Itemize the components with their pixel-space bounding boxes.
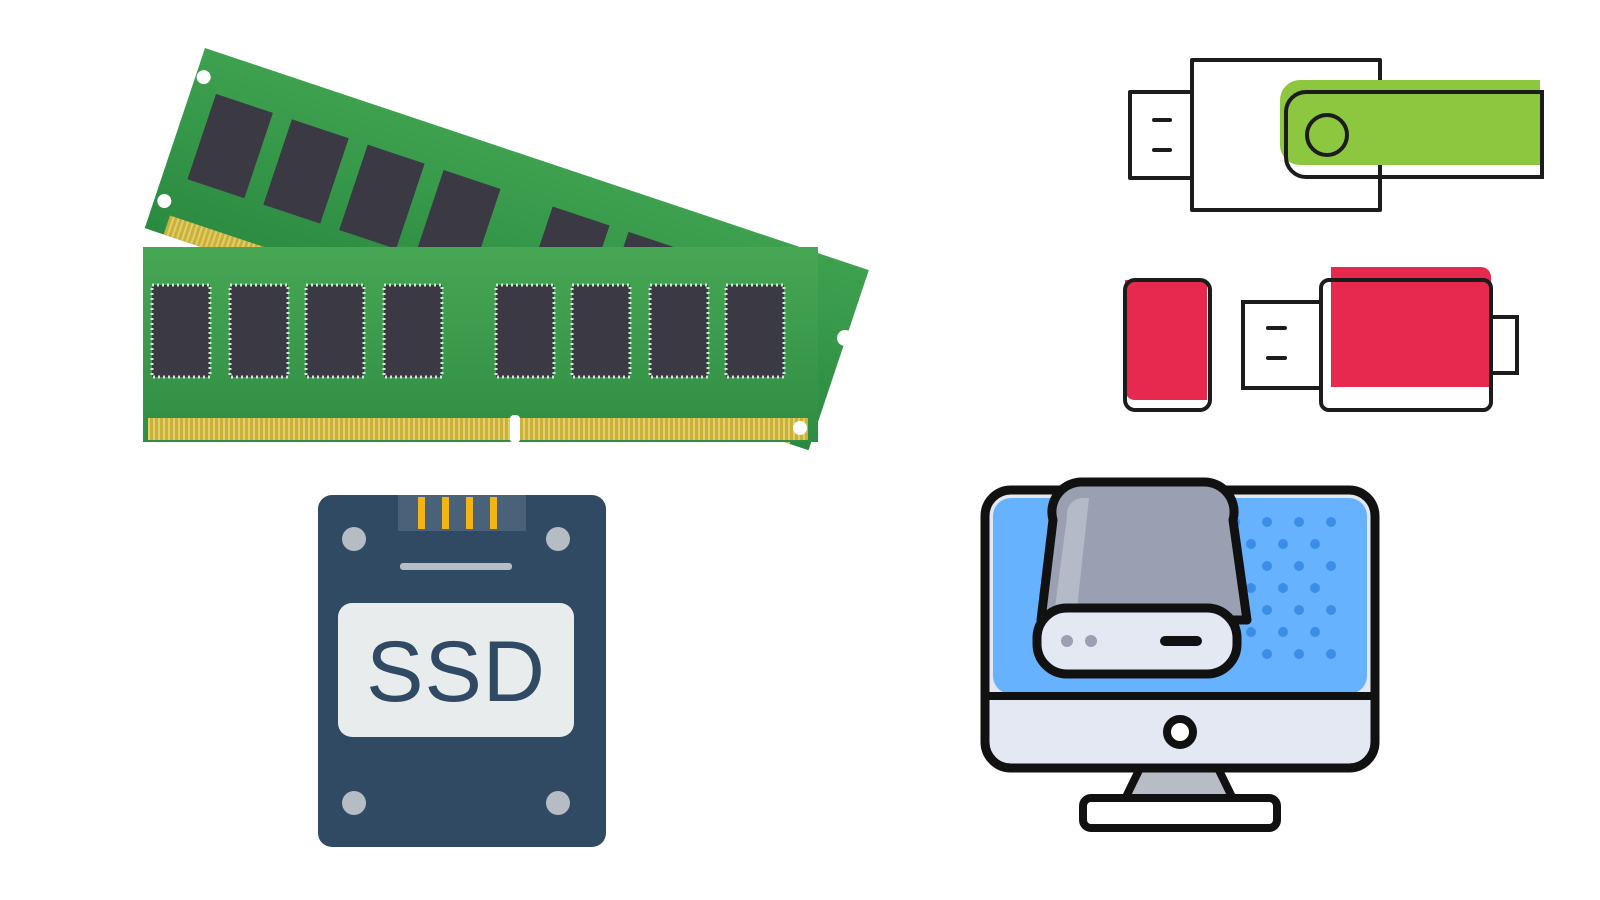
ram-modules-illustration <box>140 40 869 460</box>
ram-modules-icon <box>143 48 869 451</box>
computer-hard-drive-icon <box>980 477 1380 832</box>
ssd-icon: SSD <box>318 495 606 847</box>
ssd-label: SSD <box>366 624 546 720</box>
ssd-illustration: SSD <box>318 495 618 860</box>
usb-drive-green-illustration <box>1128 55 1560 225</box>
usb-flash-drive-icon <box>1123 267 1519 412</box>
usb-drive-red-illustration <box>1123 265 1535 425</box>
usb-flash-drive-icon <box>1128 58 1544 212</box>
ram-module-front <box>143 247 853 443</box>
computer-hard-drive-illustration <box>980 477 1395 860</box>
